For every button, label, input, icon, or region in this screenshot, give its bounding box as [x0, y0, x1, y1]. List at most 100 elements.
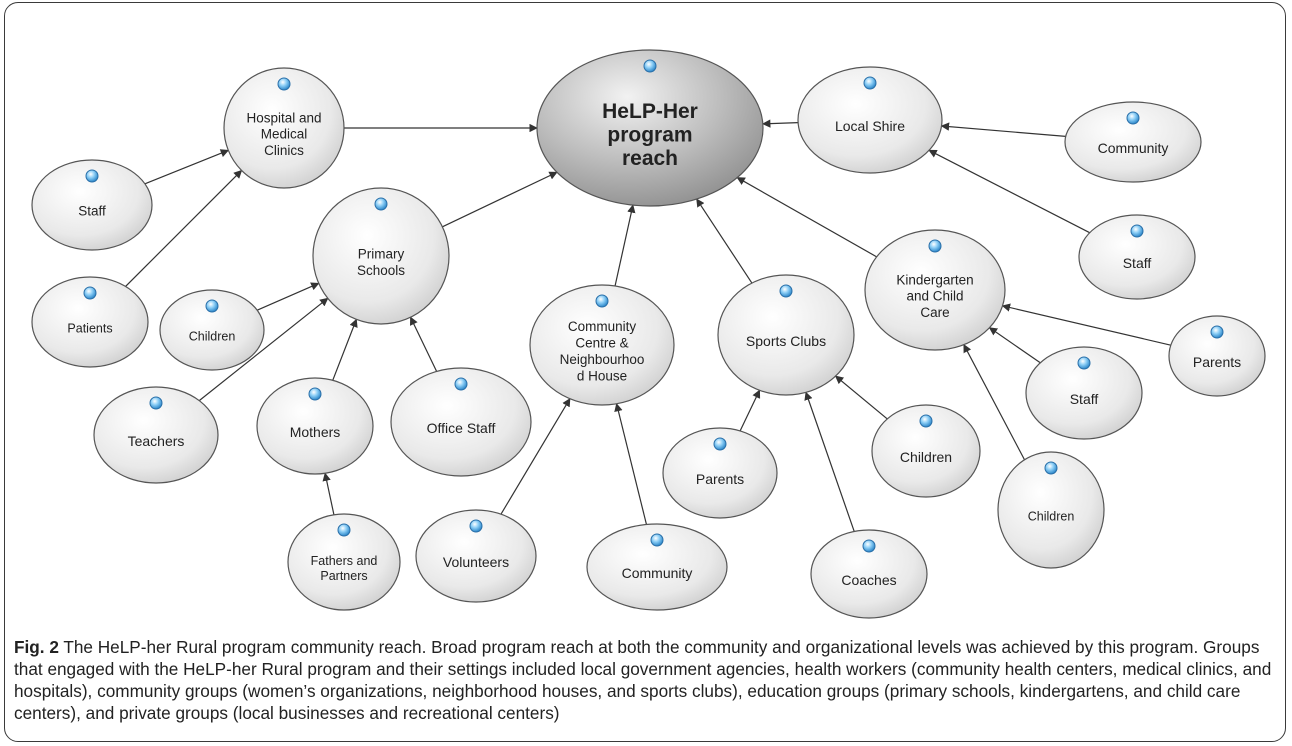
edge-teachers-to-primary — [198, 297, 329, 402]
edges-layer — [125, 119, 1171, 532]
node-children_p: Children — [159, 289, 265, 371]
node-shape-communitycentre — [529, 284, 675, 406]
node-shape-parents_s — [662, 427, 778, 519]
edge-children_s-to-sports — [834, 375, 888, 420]
connector-dot-icon — [1210, 325, 1224, 339]
node-mothers: Mothers — [256, 377, 374, 475]
node-children_s: Children — [871, 404, 981, 498]
node-shire: Local Shire — [797, 66, 943, 174]
connector-dot-icon — [862, 539, 876, 553]
edge-mothers-to-primary — [332, 318, 358, 381]
connector-dot-icon — [308, 387, 322, 401]
node-office: Office Staff — [390, 367, 532, 477]
edge-staff_h-to-hospital — [144, 149, 230, 185]
node-label-sports: Sports Clubs — [746, 333, 826, 349]
node-shape-patients — [31, 276, 149, 368]
node-community_c: Community — [586, 523, 728, 611]
edge-community_c-to-communitycentre — [614, 402, 648, 525]
node-label-parents_s: Parents — [696, 471, 744, 487]
edge-fathers-to-mothers — [322, 472, 335, 515]
node-volunteers: Volunteers — [415, 509, 537, 603]
node-label-staff_l: Staff — [1123, 255, 1152, 271]
node-staff_k: Staff — [1025, 346, 1143, 440]
node-shape-sports — [717, 274, 855, 396]
node-shape-staff_h — [31, 159, 153, 251]
connector-dot-icon — [779, 284, 793, 298]
connector-dot-icon — [1077, 356, 1091, 370]
node-label-staff_k: Staff — [1070, 391, 1099, 407]
node-shape-primary — [312, 187, 450, 325]
edge-children_k-to-kinder — [963, 343, 1026, 461]
connector-dot-icon — [595, 294, 609, 308]
node-shape-children_p — [159, 289, 265, 371]
node-label-office: Office Staff — [427, 420, 496, 436]
edge-shire-to-center — [762, 119, 799, 128]
connector-dot-icon — [205, 299, 219, 313]
connector-dot-icon — [1130, 224, 1144, 238]
connector-dot-icon — [469, 519, 483, 533]
node-children_k: Children — [997, 451, 1105, 569]
connector-dot-icon — [149, 396, 163, 410]
connector-dot-icon — [277, 77, 291, 91]
connector-dot-icon — [643, 59, 657, 73]
connector-dot-icon — [713, 437, 727, 451]
node-label-children_s: Children — [900, 449, 952, 465]
edge-coaches-to-sports — [804, 391, 855, 532]
node-shape-coaches — [810, 529, 928, 619]
edge-parents_k-to-kinder — [1001, 303, 1171, 346]
connector-dot-icon — [337, 523, 351, 537]
node-shape-parents_k — [1168, 315, 1266, 397]
node-shape-community_l — [1064, 101, 1202, 183]
edge-staff_k-to-kinder — [988, 327, 1041, 364]
node-shape-teachers — [93, 386, 219, 484]
edge-parents_s-to-sports — [739, 389, 761, 432]
node-shape-volunteers — [415, 509, 537, 603]
node-shape-office — [390, 367, 532, 477]
node-shape-center — [536, 49, 764, 207]
node-patients: Patients — [31, 276, 149, 368]
node-shape-mothers — [256, 377, 374, 475]
edge-children_p-to-primary — [256, 282, 320, 311]
node-shape-fathers — [287, 513, 401, 611]
edge-volunteers-to-communitycentre — [500, 397, 571, 515]
caption-text: The HeLP-her Rural program community rea… — [14, 637, 1272, 723]
node-label-shire: Local Shire — [835, 118, 905, 134]
node-shape-children_k — [997, 451, 1105, 569]
edge-community_l-to-shire — [940, 122, 1066, 137]
connector-dot-icon — [928, 239, 942, 253]
node-label-children_p: Children — [189, 329, 236, 343]
edge-primary-to-center — [442, 171, 558, 228]
node-shape-children_s — [871, 404, 981, 498]
connector-dot-icon — [454, 377, 468, 391]
node-label-children_k: Children — [1028, 509, 1075, 523]
edge-communitycentre-to-center — [614, 204, 636, 287]
edge-kinder-to-center — [736, 177, 877, 258]
node-shape-kinder — [864, 229, 1006, 351]
connector-dot-icon — [374, 197, 388, 211]
connector-dot-icon — [83, 286, 97, 300]
connector-dot-icon — [919, 414, 933, 428]
node-parents_k: Parents — [1168, 315, 1266, 397]
edge-sports-to-center — [696, 198, 753, 284]
node-label-community_c: Community — [622, 565, 693, 581]
node-sports: Sports Clubs — [717, 274, 855, 396]
edge-patients-to-hospital — [125, 169, 243, 287]
edge-office-to-primary — [409, 316, 438, 372]
node-shape-community_c — [586, 523, 728, 611]
node-community_l: Community — [1064, 101, 1202, 183]
node-label-volunteers: Volunteers — [443, 554, 509, 570]
connector-dot-icon — [863, 76, 877, 90]
node-shape-staff_l — [1078, 214, 1196, 300]
node-label-patients: Patients — [67, 321, 112, 335]
node-label-community_l: Community — [1098, 140, 1169, 156]
